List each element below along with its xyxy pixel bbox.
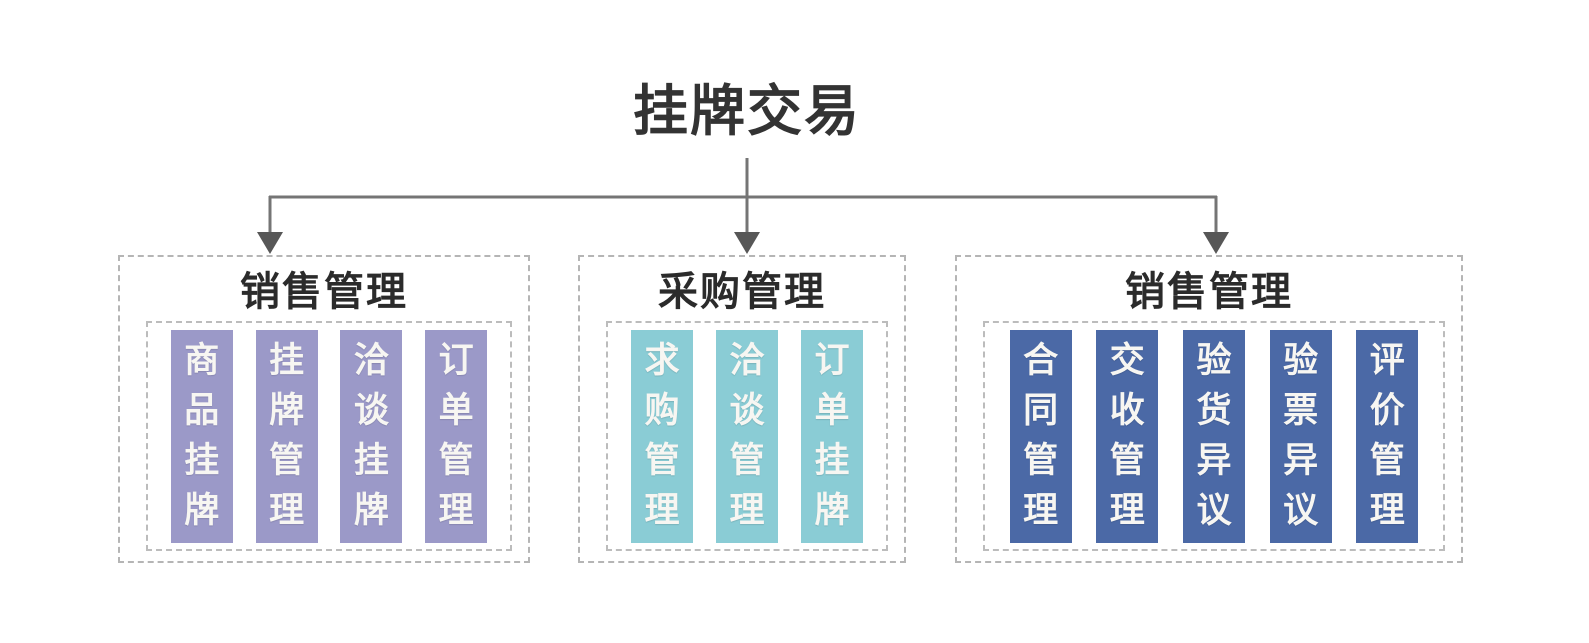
- module-column: 洽谈管理: [716, 329, 778, 543]
- group-modules-container: 合同管理交收管理验货异议验票异议评价管理: [983, 321, 1445, 551]
- diagram-title: 挂牌交易: [632, 80, 861, 142]
- module-column: 验票异议: [1269, 329, 1332, 543]
- module-column: 评价管理: [1356, 329, 1419, 543]
- down-arrowhead-icon: [257, 232, 283, 254]
- module-column: 商品挂牌: [170, 329, 233, 543]
- module-column: 挂牌管理: [255, 329, 318, 543]
- module-column: 验货异议: [1182, 329, 1245, 543]
- group-box-sales-2: 销售管理 合同管理交收管理验货异议验票异议评价管理: [955, 255, 1463, 563]
- module-column: 合同管理: [1009, 329, 1072, 543]
- down-arrowhead-icon: [734, 232, 760, 254]
- down-arrowhead-icon: [1203, 232, 1229, 254]
- group-title: 采购管理: [658, 270, 826, 314]
- group-title: 销售管理: [1125, 270, 1293, 314]
- module-column: 求购管理: [631, 329, 693, 543]
- group-box-procurement: 采购管理 求购管理洽谈管理订单挂牌: [578, 255, 906, 563]
- group-modules-container: 商品挂牌挂牌管理洽谈挂牌订单管理: [146, 321, 512, 551]
- module-column: 订单管理: [425, 329, 488, 543]
- module-column: 交收管理: [1096, 329, 1159, 543]
- module-column: 订单挂牌: [801, 329, 863, 543]
- group-modules-container: 求购管理洽谈管理订单挂牌: [606, 321, 888, 551]
- group-title: 销售管理: [240, 270, 408, 314]
- module-column: 洽谈挂牌: [340, 329, 403, 543]
- group-box-sales-1: 销售管理 商品挂牌挂牌管理洽谈挂牌订单管理: [118, 255, 530, 563]
